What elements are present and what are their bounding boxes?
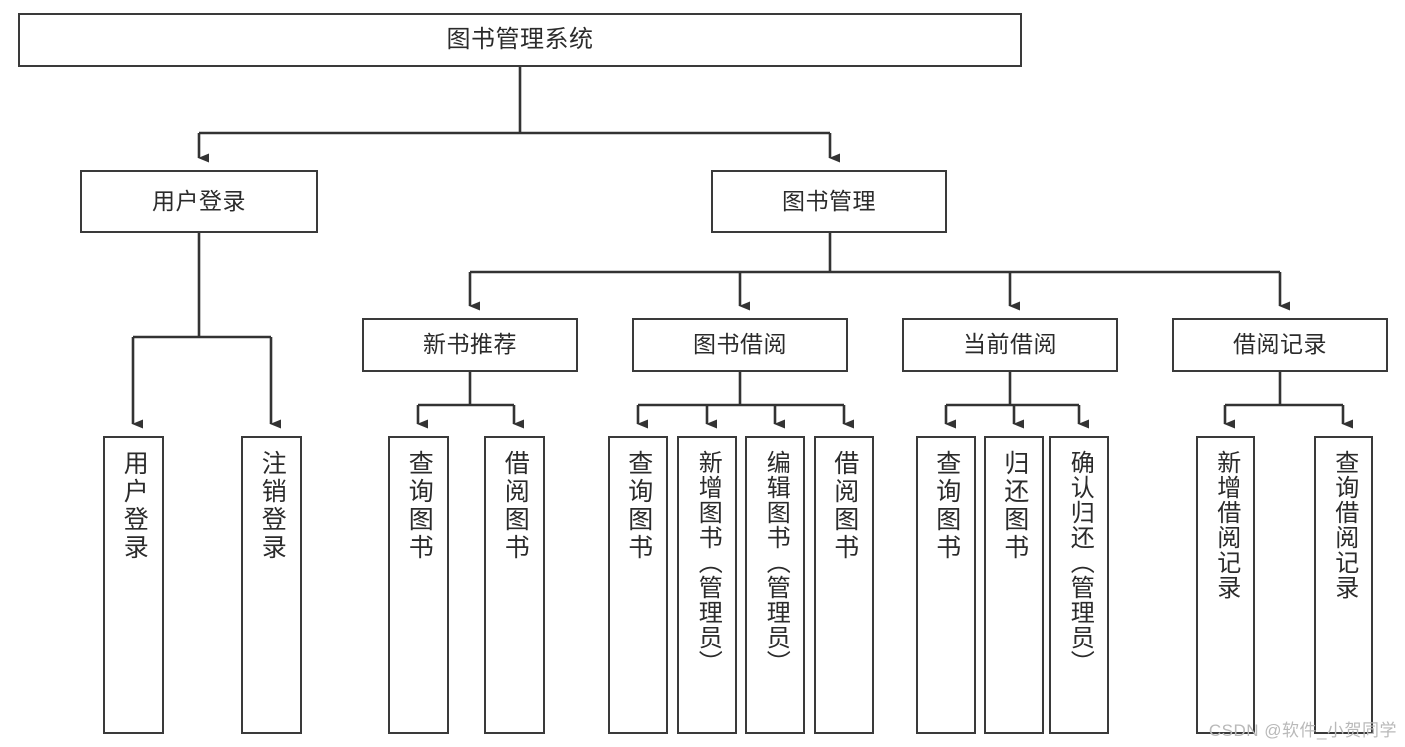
node-leaf-query-book-borrow[interactable]: 查询图书 bbox=[608, 436, 668, 734]
node-leaf-edit-book[interactable]: 编辑图书（管理员） bbox=[745, 436, 805, 734]
node-leaf-logout-login-label: 注销登录 bbox=[258, 450, 287, 562]
node-current-borrow[interactable]: 当前借阅 bbox=[902, 318, 1118, 372]
node-user-login-label: 用户登录 bbox=[152, 187, 246, 214]
node-borrow-record[interactable]: 借阅记录 bbox=[1172, 318, 1388, 372]
node-leaf-query-book-rec[interactable]: 查询图书 bbox=[388, 436, 449, 734]
node-leaf-add-book[interactable]: 新增图书（管理员） bbox=[677, 436, 737, 734]
node-leaf-query-book-borrow-label: 查询图书 bbox=[624, 450, 653, 562]
csdn-watermark: CSDN @软件_小贺同学 bbox=[1208, 721, 1397, 740]
node-leaf-borrow-book-borrow-label: 借阅图书 bbox=[830, 450, 859, 562]
node-leaf-return-book-label: 归还图书 bbox=[1000, 450, 1029, 562]
node-leaf-add-book-label: 新增图书（管理员） bbox=[694, 450, 722, 675]
node-root-system-label: 图书管理系统 bbox=[446, 25, 594, 53]
node-leaf-confirm-return-label: 确认归还（管理员） bbox=[1066, 450, 1094, 675]
node-leaf-edit-book-label: 编辑图书（管理员） bbox=[762, 450, 790, 675]
node-leaf-confirm-return[interactable]: 确认归还（管理员） bbox=[1049, 436, 1109, 734]
node-leaf-borrow-book-borrow[interactable]: 借阅图书 bbox=[814, 436, 874, 734]
node-leaf-borrow-book-rec-label: 借阅图书 bbox=[501, 450, 530, 562]
node-leaf-logout-login[interactable]: 注销登录 bbox=[241, 436, 302, 734]
node-leaf-user-login[interactable]: 用户登录 bbox=[103, 436, 164, 734]
node-book-manage-label: 图书管理 bbox=[782, 187, 876, 214]
node-leaf-query-borrow-record-label: 查询借阅记录 bbox=[1330, 450, 1358, 600]
node-book-borrow-label: 图书借阅 bbox=[693, 331, 787, 358]
node-book-borrow[interactable]: 图书借阅 bbox=[632, 318, 848, 372]
node-leaf-query-borrow-record[interactable]: 查询借阅记录 bbox=[1314, 436, 1373, 734]
node-leaf-query-book-current-label: 查询图书 bbox=[932, 450, 961, 562]
node-book-manage[interactable]: 图书管理 bbox=[711, 170, 947, 233]
node-leaf-user-login-label: 用户登录 bbox=[120, 450, 149, 562]
node-leaf-add-borrow-record[interactable]: 新增借阅记录 bbox=[1196, 436, 1255, 734]
node-new-book-recommend-label: 新书推荐 bbox=[423, 331, 517, 358]
node-leaf-query-book-current[interactable]: 查询图书 bbox=[916, 436, 976, 734]
node-current-borrow-label: 当前借阅 bbox=[963, 331, 1057, 358]
node-borrow-record-label: 借阅记录 bbox=[1233, 331, 1327, 358]
node-leaf-return-book[interactable]: 归还图书 bbox=[984, 436, 1044, 734]
node-new-book-recommend[interactable]: 新书推荐 bbox=[362, 318, 578, 372]
node-root-system[interactable]: 图书管理系统 bbox=[18, 13, 1022, 67]
node-leaf-query-book-rec-label: 查询图书 bbox=[405, 450, 434, 562]
node-leaf-add-borrow-record-label: 新增借阅记录 bbox=[1212, 450, 1240, 600]
node-user-login[interactable]: 用户登录 bbox=[80, 170, 318, 233]
node-leaf-borrow-book-rec[interactable]: 借阅图书 bbox=[484, 436, 545, 734]
